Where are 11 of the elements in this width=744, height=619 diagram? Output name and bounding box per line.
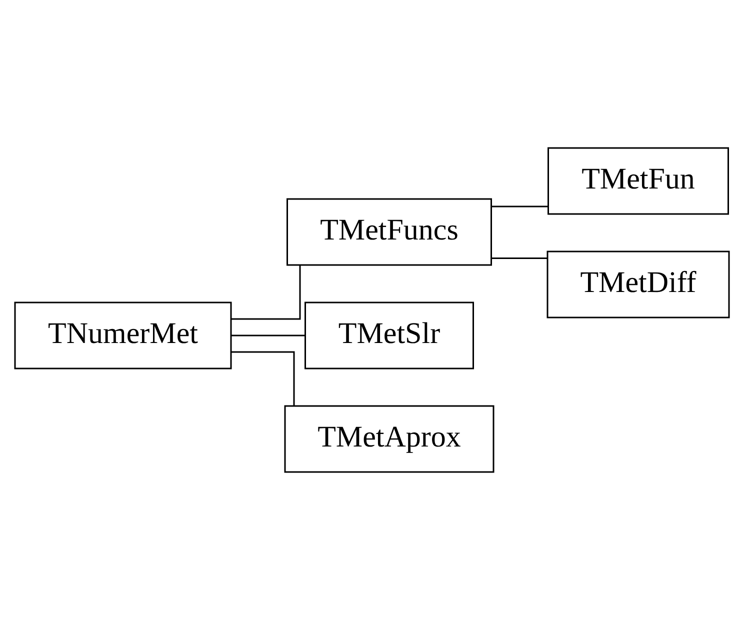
node-box: TMetDiff [546,250,730,318]
node-box: TNumerMet [14,301,232,369]
node-box: TMetFun [548,146,729,214]
connector [231,350,295,406]
connector [492,205,548,207]
node-box: TMetFuncs [286,198,492,266]
node-box: TMetSlr [304,301,474,369]
connector [231,334,306,336]
node-box: TMetAprox [284,404,494,472]
connector [231,264,301,320]
connector [492,257,548,258]
